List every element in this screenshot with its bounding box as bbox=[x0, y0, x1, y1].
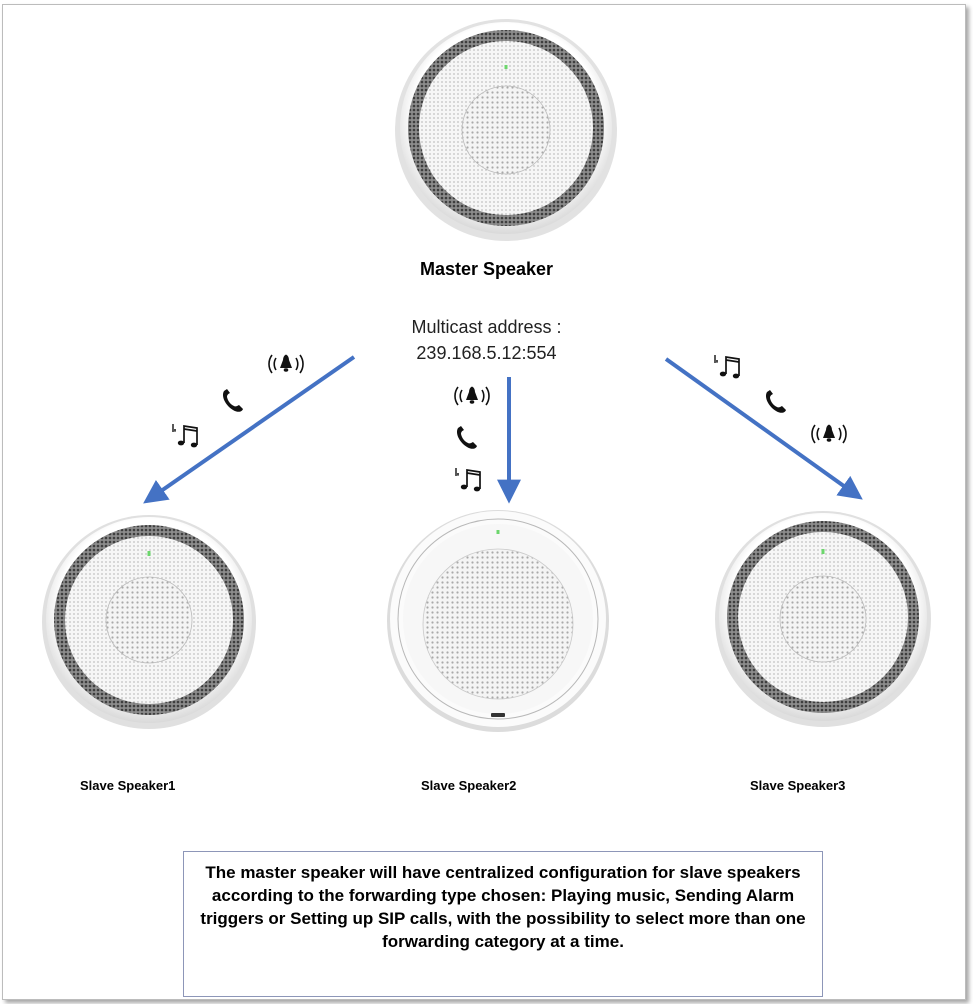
multicast-address-label: Multicast address : bbox=[411, 317, 562, 337]
music-notes-icon bbox=[172, 423, 199, 449]
alarm-bell-icon bbox=[811, 423, 847, 444]
master-speaker-image bbox=[395, 19, 617, 241]
slave3-led-indicator bbox=[821, 549, 825, 554]
arrow-to-slave1 bbox=[143, 355, 356, 504]
master-speaker-label: Master Speaker bbox=[419, 259, 554, 279]
slave-speaker1-image bbox=[42, 515, 256, 729]
description-note-box: The master speaker will have centralized… bbox=[183, 851, 823, 997]
slave1-led-indicator bbox=[147, 551, 151, 556]
multicast-address-value: 239.168.5.12:554 bbox=[416, 343, 557, 363]
arrow-to-slave3 bbox=[664, 357, 863, 500]
slave-speaker1-label: Slave Speaker1 bbox=[80, 778, 176, 793]
slave2-led-indicator bbox=[496, 530, 500, 534]
slave-speaker3-label: Slave Speaker3 bbox=[750, 778, 846, 793]
alarm-bell-icon bbox=[454, 385, 490, 406]
music-notes-icon bbox=[455, 467, 482, 493]
master-led-indicator bbox=[504, 65, 508, 69]
slave-speaker2-label: Slave Speaker2 bbox=[421, 778, 517, 793]
phone-icon bbox=[223, 389, 243, 412]
slave-speaker3-image bbox=[715, 511, 931, 727]
slave-speaker2-image bbox=[387, 510, 609, 732]
phone-icon bbox=[766, 390, 786, 413]
phone-icon bbox=[457, 426, 477, 449]
